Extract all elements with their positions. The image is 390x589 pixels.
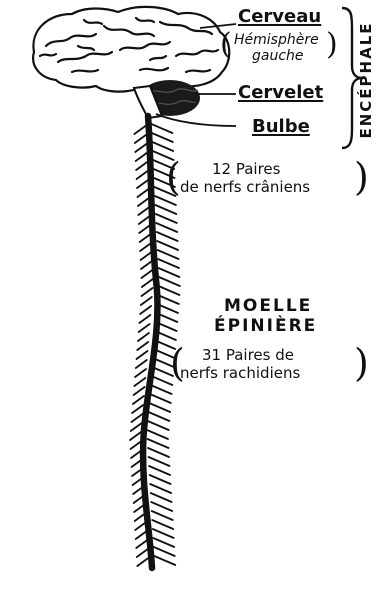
spinal-nerve-right	[151, 493, 172, 502]
spinal-nerve-right	[151, 385, 172, 394]
spinal-nerve-left	[130, 432, 141, 440]
spinal-nerve-left	[131, 441, 142, 449]
spinal-nerve-left	[136, 360, 147, 368]
spinal-nerve-right	[153, 529, 174, 538]
spinal-nerve-right	[149, 457, 170, 466]
label-spinal-1: 31 Paires de	[202, 346, 294, 364]
spinal-nerve-right	[152, 511, 173, 520]
spinal-nerve-right	[148, 448, 169, 457]
paren-close-cranial: )	[354, 158, 369, 196]
label-cranial-1: 12 Paires	[212, 160, 280, 178]
spinal-nerve-left	[132, 405, 143, 413]
spinal-nerve-left	[138, 207, 149, 215]
spinal-nerve-right	[150, 484, 171, 493]
spinal-nerve-left	[135, 522, 146, 530]
label-encephale: ENCÉPHALE	[357, 21, 375, 138]
spinal-nerve-left	[138, 198, 149, 206]
spinal-nerve-left	[142, 288, 153, 296]
paren-close-hemisphere: )	[326, 30, 338, 60]
spinal-nerve-left	[135, 144, 146, 152]
spinal-nerve-left	[141, 270, 152, 278]
label-hemisphere-1: Hémisphère	[234, 32, 319, 48]
spinal-nerve-left	[137, 549, 148, 557]
spinal-nerve-left	[142, 279, 153, 287]
spinal-nerve-left	[139, 225, 150, 233]
spinal-nerve-left	[134, 378, 145, 386]
spinal-nerve-left	[135, 135, 146, 143]
spinal-nerve-left	[138, 333, 149, 341]
spinal-nerve-right	[152, 133, 173, 142]
spinal-nerve-left	[137, 558, 148, 566]
paren-open-cranial: (	[166, 158, 181, 196]
spinal-nerve-left	[139, 216, 150, 224]
spinal-nerve-right	[158, 259, 179, 268]
spinal-nerve-right	[149, 403, 170, 412]
spinal-nerve-right	[151, 124, 172, 133]
spinal-nerve-left	[136, 162, 147, 170]
label-hemisphere-2: gauche	[252, 48, 304, 64]
spinal-nerve-right	[158, 268, 179, 277]
spinal-nerve-right	[155, 205, 176, 214]
label-cervelet: Cervelet	[238, 82, 323, 103]
spinal-nerve-left	[134, 126, 145, 134]
spinal-nerve-right	[148, 421, 169, 430]
spinal-nerve-left	[140, 306, 151, 314]
spinal-nerve-left	[140, 234, 151, 242]
spinal-nerve-left	[141, 297, 152, 305]
spinal-nerve-right	[153, 538, 174, 547]
paren-close-spinal: )	[354, 344, 369, 382]
spinal-nerve-right	[150, 475, 171, 484]
spinal-nerve-left	[140, 243, 151, 251]
spinal-nerve-right	[148, 439, 169, 448]
spinal-nerve-left	[136, 531, 147, 539]
spinal-nerve-right	[150, 394, 171, 403]
label-cerveau: Cerveau	[238, 6, 321, 27]
spinal-nerve-right	[154, 547, 175, 556]
label-cranial-2: de nerfs crâniens	[180, 178, 310, 196]
spinal-nerve-right	[159, 277, 180, 286]
spinal-nerve-left	[134, 387, 145, 395]
spinal-nerve-right	[156, 214, 177, 223]
spinal-nerve-right	[151, 502, 172, 511]
brain-icon	[33, 7, 229, 94]
spinal-nerve-left	[136, 351, 147, 359]
spinal-nerve-right	[152, 520, 173, 529]
spinal-nerve-left	[137, 171, 148, 179]
spinal-nerve-left	[131, 414, 142, 422]
spinal-nerve-right	[158, 295, 179, 304]
label-bulbe: Bulbe	[252, 116, 310, 137]
spinal-nerve-left	[137, 189, 148, 197]
spinal-nerve-left	[141, 252, 152, 260]
spinal-nerve-left	[139, 324, 150, 332]
spinal-nerve-right	[152, 142, 173, 151]
spinal-nerve-left	[141, 261, 152, 269]
spinal-nerve-left	[131, 423, 142, 431]
spinal-nerve-right	[147, 430, 168, 439]
spinal-nerve-right	[157, 232, 178, 241]
label-moelle-1: MOELLE	[224, 296, 312, 316]
spinal-nerve-right	[158, 250, 179, 259]
spinal-nerve-right	[148, 412, 169, 421]
spinal-nerve-left	[137, 342, 148, 350]
spinal-nerve-right	[157, 241, 178, 250]
spinal-nerve-right	[149, 466, 170, 475]
spinal-nerve-left	[133, 396, 144, 404]
spinal-nerve-left	[137, 180, 148, 188]
spinal-nerve-left	[135, 369, 146, 377]
spinal-nerve-left	[136, 153, 147, 161]
label-spinal-2: nerfs rachidiens	[180, 364, 300, 382]
spinal-nerve-left	[139, 315, 150, 323]
spinal-nerve-right	[154, 556, 175, 565]
paren-open-hemisphere: (	[220, 30, 232, 60]
spinal-nerve-right	[159, 286, 180, 295]
spinal-nerve-left	[136, 540, 147, 548]
spinal-nerve-right	[156, 223, 177, 232]
label-moelle-2: ÉPINIÈRE	[214, 316, 317, 336]
